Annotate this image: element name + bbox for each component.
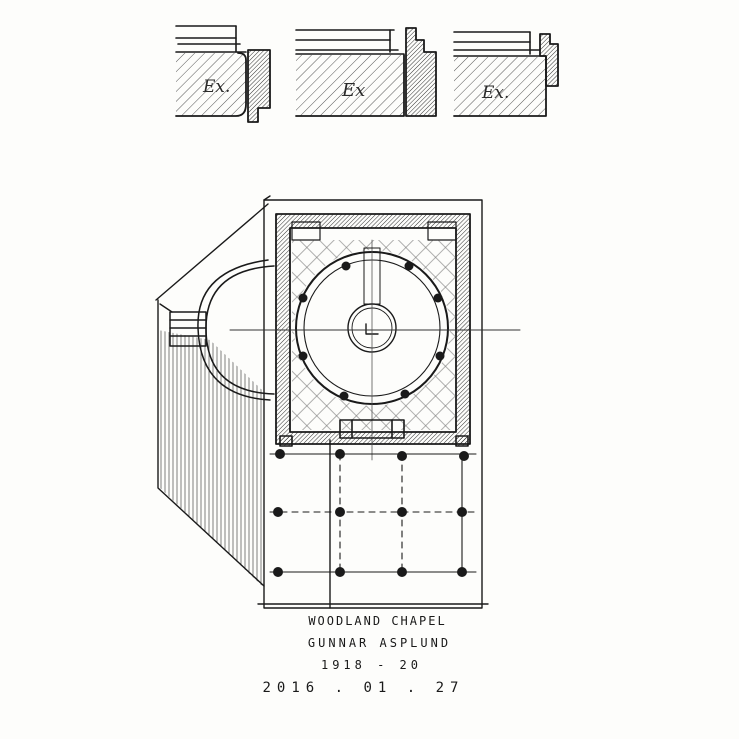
cornice-detail-2: Ex [295,27,437,117]
caption-date: 2016 . 01 . 27 [262,680,465,696]
detail-label: Ex. [202,77,230,97]
detail-label: Ex. [481,83,509,103]
detail-label: Ex [341,80,365,101]
floor-plan [155,195,521,609]
caption-title: WOODLAND CHAPEL [308,614,447,628]
cornice-detail-1: Ex. [175,25,271,123]
column-ring [298,261,445,401]
caption-architect: GUNNAR ASPLUND [307,636,452,650]
cornice-detail-3: Ex. [453,31,559,117]
caption-years: 1918 - 20 [320,658,423,672]
portico-columns [273,449,469,577]
